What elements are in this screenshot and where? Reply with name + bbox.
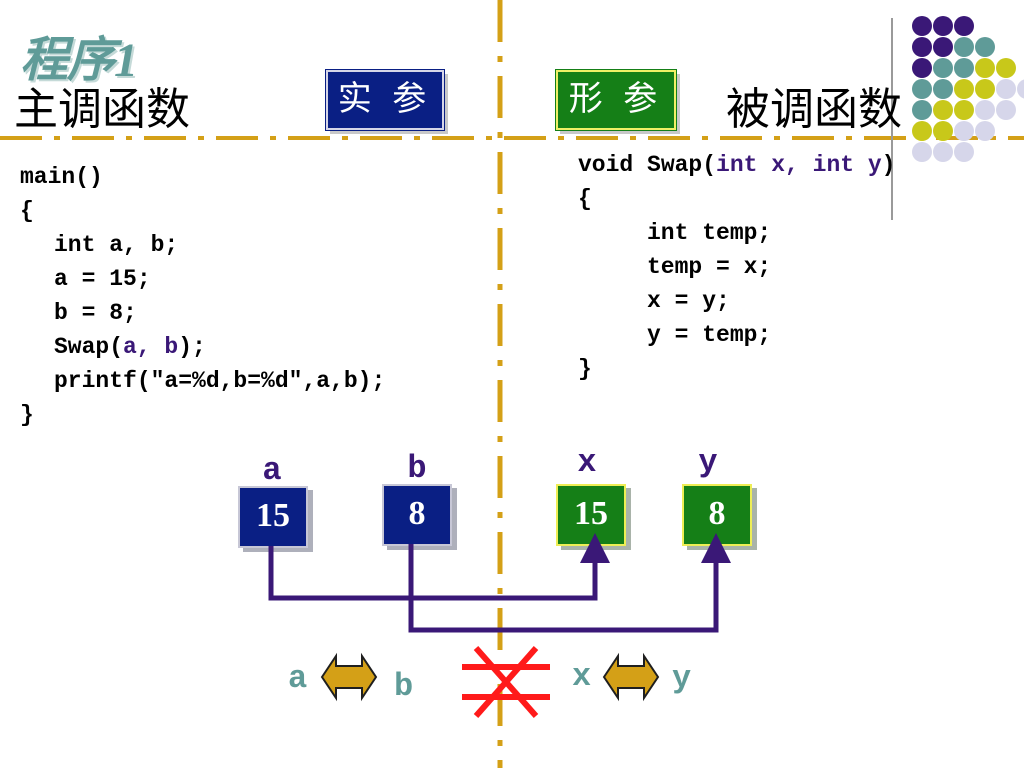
slide-title: 程序1 (20, 34, 138, 87)
decorative-dot (996, 58, 1016, 78)
swap-code-line3-text: y = temp; (647, 322, 772, 348)
arrow-a-to-x (268, 533, 610, 601)
decorative-dot-grid (0, 0, 1024, 200)
decorative-dot (975, 100, 995, 120)
swap-arrow-xy-icon (602, 652, 660, 702)
main-code-decl-text: int a, b; (54, 232, 179, 258)
main-code-decl: int a, b; (20, 228, 385, 262)
main-code-assign-b-text: b = 8; (54, 300, 137, 326)
main-code-assign-a-text: a = 15; (54, 266, 151, 292)
decorative-dot (933, 16, 953, 36)
main-code-call-suffix: ); (178, 334, 206, 360)
main-code-block: main() { int a, b; a = 15; b = 8; Swap(a… (20, 160, 385, 432)
swap-label-y: y (672, 660, 692, 697)
actual-param-tag: 实 参 (325, 69, 445, 131)
decorative-dot (996, 100, 1016, 120)
decorative-dot (975, 121, 995, 141)
decorative-dot (954, 121, 974, 141)
swap-code-block: void Swap(int x, int y) { int temp; temp… (578, 148, 895, 386)
swap-code-decl: int temp; (578, 216, 895, 250)
var-label-x: x (577, 444, 597, 481)
decorative-dot (954, 37, 974, 57)
decorative-dot (1017, 79, 1024, 99)
right-heading: 被调函数 (726, 85, 902, 134)
swap-code-sig-suffix: ) (881, 152, 896, 178)
swap-code-close-brace: } (578, 356, 592, 382)
value-box-b: 8 (382, 484, 452, 546)
main-code-open-brace: { (20, 198, 34, 224)
value-box-a: 15 (238, 486, 308, 548)
main-code-assign-a: a = 15; (20, 262, 385, 296)
swap-code-decl-text: int temp; (647, 220, 772, 246)
decorative-dot (975, 58, 995, 78)
swap-code-line1: temp = x; (578, 250, 895, 284)
swap-code-sig-prefix: void Swap( (578, 152, 717, 178)
decorative-dot (912, 100, 932, 120)
decorative-dot (912, 142, 932, 162)
decorative-dot (933, 58, 953, 78)
main-code-header: main() (20, 164, 103, 190)
decorative-dot (954, 58, 974, 78)
swap-code-line1-text: temp = x; (647, 254, 772, 280)
left-heading: 主调函数 (14, 85, 190, 134)
decorative-dot (933, 79, 953, 99)
decorative-dot (975, 37, 995, 57)
decorative-dot (954, 100, 974, 120)
swap-code-line3: y = temp; (578, 318, 895, 352)
main-code-call-args: a, b (123, 334, 179, 360)
main-code-call-prefix: Swap( (54, 334, 124, 360)
swap-code-open-brace: { (578, 186, 592, 212)
var-label-y: y (698, 444, 718, 481)
swap-label-b: b (394, 668, 414, 705)
main-code-printf-text: printf("a=%d,b=%d",a,b); (54, 368, 386, 394)
red-cross-icon (462, 646, 550, 718)
decorative-dot (933, 121, 953, 141)
decorative-dot (954, 142, 974, 162)
main-code-close-brace: } (20, 402, 34, 428)
swap-code-signature: void Swap(int x, int y) (578, 148, 895, 182)
decorative-dot (912, 37, 932, 57)
decorative-dot (912, 79, 932, 99)
main-code-printf: printf("a=%d,b=%d",a,b); (20, 364, 385, 398)
decorative-dot (996, 79, 1016, 99)
arrow-b-to-y (408, 533, 731, 633)
decorative-dot (933, 37, 953, 57)
decorative-dot (954, 16, 974, 36)
decorative-dot (954, 79, 974, 99)
decorative-dot (933, 100, 953, 120)
swap-code-line2-text: x = y; (647, 288, 730, 314)
main-code-assign-b: b = 8; (20, 296, 385, 330)
swap-arrow-ab-icon (320, 652, 378, 702)
var-label-b: b (407, 450, 427, 487)
swap-label-a: a (288, 660, 308, 697)
formal-param-tag: 形 参 (555, 69, 677, 131)
swap-label-x: x (572, 658, 592, 695)
main-code-call: Swap(a, b); (20, 330, 385, 364)
decorative-dot (912, 58, 932, 78)
decorative-dot (975, 79, 995, 99)
decorative-dot (933, 142, 953, 162)
var-label-a: a (262, 452, 282, 489)
swap-code-sig-params: int x, int y (716, 152, 882, 178)
decorative-dot (912, 16, 932, 36)
decorative-dot (912, 121, 932, 141)
swap-code-line2: x = y; (578, 284, 895, 318)
